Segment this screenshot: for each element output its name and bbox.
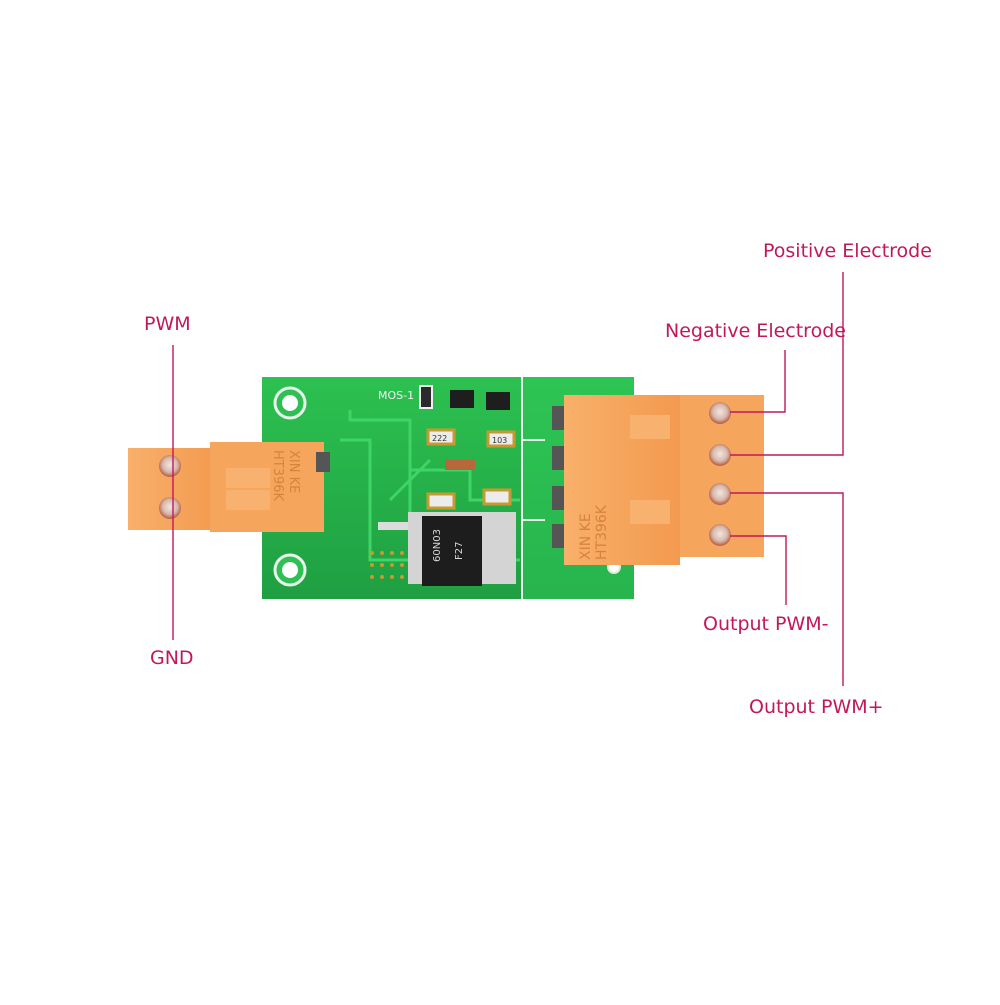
- smd-components: [419, 385, 516, 510]
- pwm-label: PWM: [144, 313, 191, 335]
- right-terminal-block: [552, 395, 764, 565]
- left-connector-model: HT396K: [270, 450, 285, 502]
- right-connector-brand: XIN KE: [578, 513, 594, 560]
- negative-electrode-label: Negative Electrode: [665, 320, 846, 342]
- right-connector-model: HT396K: [594, 504, 610, 560]
- output-pwm-plus-label: Output PWM+: [749, 696, 884, 718]
- output-pwm-minus-label: Output PWM-: [703, 613, 829, 635]
- capacitor-label: 103: [492, 436, 507, 445]
- left-connector-brand: XIN KE: [286, 450, 301, 493]
- gnd-label: GND: [150, 647, 194, 669]
- silkscreen-text: MOS-1: [378, 389, 414, 402]
- mosfet-code: F27: [454, 542, 465, 560]
- positive-electrode-label: Positive Electrode: [763, 240, 932, 262]
- resistor-label: 222: [432, 434, 447, 443]
- mosfet-chip: [378, 512, 516, 586]
- mosfet-text: 60N03: [432, 529, 443, 562]
- callout-lines: [172, 272, 844, 686]
